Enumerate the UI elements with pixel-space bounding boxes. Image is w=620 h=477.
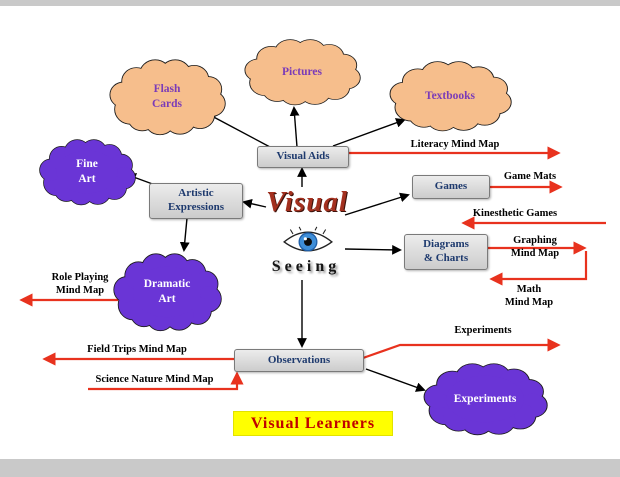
cloud-label-pictures: Pictures xyxy=(281,65,323,78)
cloud-shape xyxy=(109,59,226,136)
mindmap-arrow-experiments xyxy=(362,338,561,360)
link-label-science-nature: Science Nature Mind Map xyxy=(95,374,214,385)
cloud-shape xyxy=(389,61,512,132)
eye-icon xyxy=(283,226,333,252)
page-title-banner: Visual Learners xyxy=(233,411,393,436)
cloud-shape xyxy=(244,39,361,106)
cloud-label-fine-art: Fine Art xyxy=(76,158,98,185)
connector-observations-to-experiments-cloud xyxy=(365,368,426,392)
link-label-graphing: Graphing Mind Map xyxy=(510,235,560,260)
link-label-literacy: Literacy Mind Map xyxy=(410,139,500,150)
center-subtitle-seeing: Seeing xyxy=(271,258,341,275)
link-label-field-trips: Field Trips Mind Map xyxy=(87,344,187,355)
link-label-role-playing: Role Playing Mind Map xyxy=(51,272,109,297)
cloud-pictures: Pictures xyxy=(243,38,361,106)
node-artistic-expressions: Artistic Expressions xyxy=(149,183,243,219)
link-label-kinesthetic-games: Kinesthetic Games xyxy=(472,208,558,219)
cloud-label-textbooks: Textbooks xyxy=(424,89,476,102)
cloud-label-flash-cards: Flash Cards xyxy=(151,83,183,110)
cloud-shape xyxy=(423,363,548,436)
cloud-shape xyxy=(39,139,136,206)
node-visual-aids: Visual Aids xyxy=(257,146,349,168)
connector-artistic-to-dramatic-art xyxy=(179,217,190,252)
node-observations: Observations xyxy=(234,349,364,372)
link-label-experiments: Experiments xyxy=(454,325,512,336)
cloud-label-experiments: Experiments xyxy=(453,392,517,405)
center-title-visual: Visual xyxy=(266,186,348,218)
cloud-flash-cards: Flash Cards xyxy=(108,58,226,136)
cloud-experiments: Experiments xyxy=(422,362,548,436)
connector-visual-aids-to-pictures xyxy=(289,106,300,148)
node-games: Games xyxy=(412,175,490,199)
top-border-strip xyxy=(0,0,620,6)
cloud-label-dramatic-art: Dramatic Art xyxy=(143,278,191,305)
cloud-fine-art: Fine Art xyxy=(38,138,136,206)
link-label-game-mats: Game Mats xyxy=(503,171,557,182)
bottom-border-strip xyxy=(0,459,620,477)
cloud-textbooks: Textbooks xyxy=(388,60,512,132)
cloud-shape xyxy=(113,253,222,332)
link-label-math: Math Mind Map xyxy=(504,284,554,309)
connector-center-to-diagrams-charts xyxy=(344,244,402,255)
node-diagrams-charts: Diagrams & Charts xyxy=(404,234,488,270)
cloud-dramatic-art: Dramatic Art xyxy=(112,252,222,332)
